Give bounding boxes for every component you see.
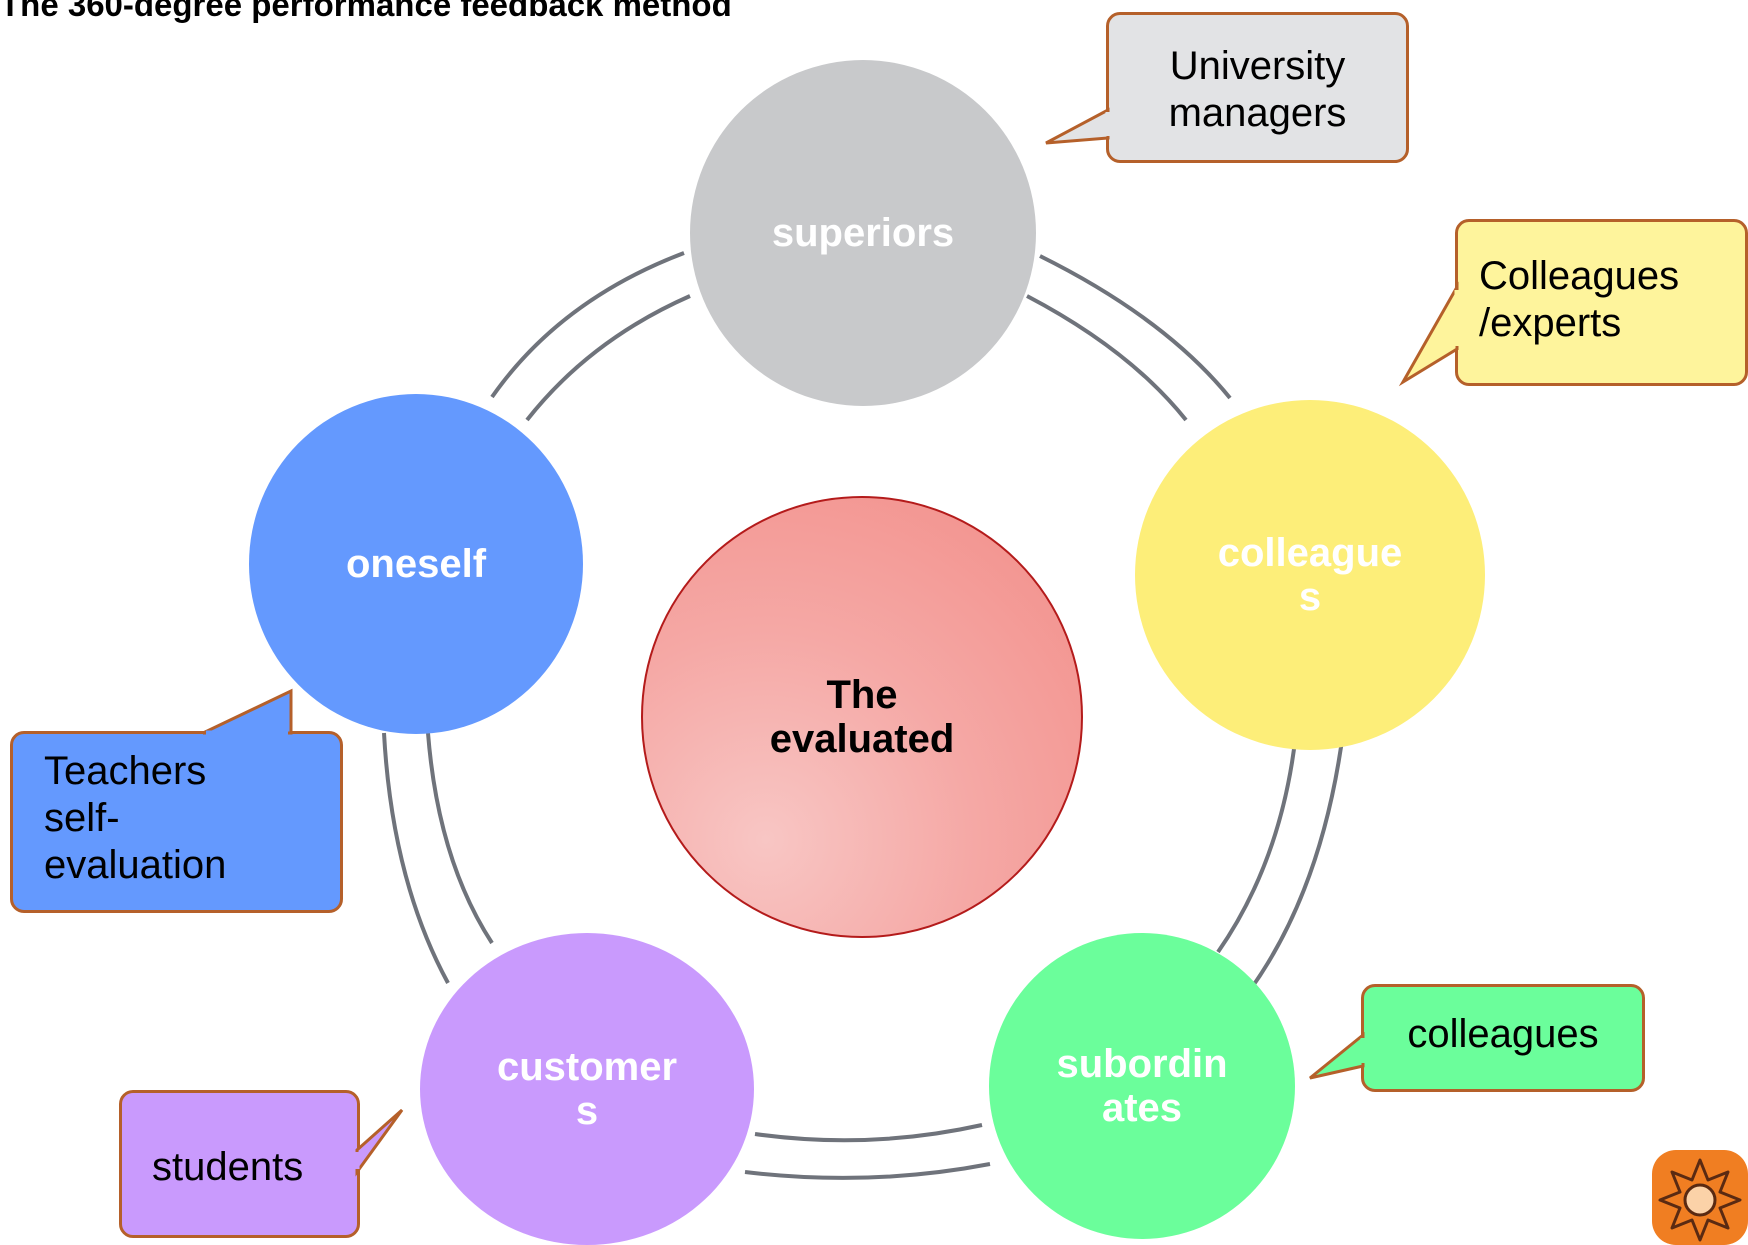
link-colleagues-subordinates <box>1248 732 1345 992</box>
callout-text: evaluation <box>44 843 227 887</box>
node-subordinates: subordin ates <box>989 933 1295 1239</box>
link-superiors-oneself <box>490 251 685 399</box>
center-label: evaluated <box>769 717 955 761</box>
node-label: superiors <box>771 211 955 255</box>
callout-text: Teachers <box>44 749 207 793</box>
callout-text: /experts <box>1479 301 1622 345</box>
node-label: ates <box>1101 1086 1183 1130</box>
callout-text: University <box>1169 44 1346 88</box>
link-customers-subordinates <box>744 1162 991 1180</box>
callout-text: self- <box>44 796 120 840</box>
node-label: customer <box>496 1045 678 1089</box>
node-oneself: oneself <box>249 394 583 734</box>
node-label: s <box>1298 575 1322 619</box>
center-label: The <box>826 673 898 717</box>
link-superiors-oneself <box>525 294 691 422</box>
callout-students: students <box>119 1090 360 1238</box>
node-label: oneself <box>345 542 487 586</box>
link-colleagues-subordinates <box>1216 732 1298 954</box>
callout-text: managers <box>1168 91 1347 135</box>
callout-text: students <box>152 1145 304 1189</box>
callout-text: colleagues <box>1407 1012 1599 1056</box>
node-label: colleague <box>1217 531 1403 575</box>
node-the-evaluated: The evaluated <box>641 496 1083 938</box>
link-oneself-customers <box>426 732 494 945</box>
node-customers: customer s <box>420 933 754 1245</box>
callout-university-managers: University managers <box>1106 12 1409 163</box>
node-superiors: superiors <box>690 60 1036 406</box>
callout-colleagues: colleagues <box>1361 984 1645 1092</box>
node-label: s <box>575 1089 599 1133</box>
page-title: The 360-degree performance feedback meth… <box>0 0 732 23</box>
callout-teachers-self-evaluation: Teachers self- evaluation <box>10 731 343 913</box>
sun-logo-icon <box>1652 1150 1748 1245</box>
node-colleagues: colleague s <box>1135 400 1485 750</box>
node-label: subordin <box>1056 1042 1228 1086</box>
link-superiors-colleagues <box>1026 294 1188 422</box>
link-oneself-customers <box>382 732 450 984</box>
link-customers-subordinates <box>754 1123 983 1143</box>
callout-colleagues-experts: Colleagues /experts <box>1455 219 1748 386</box>
link-superiors-colleagues <box>1039 254 1232 400</box>
callout-text: Colleagues <box>1479 254 1680 298</box>
